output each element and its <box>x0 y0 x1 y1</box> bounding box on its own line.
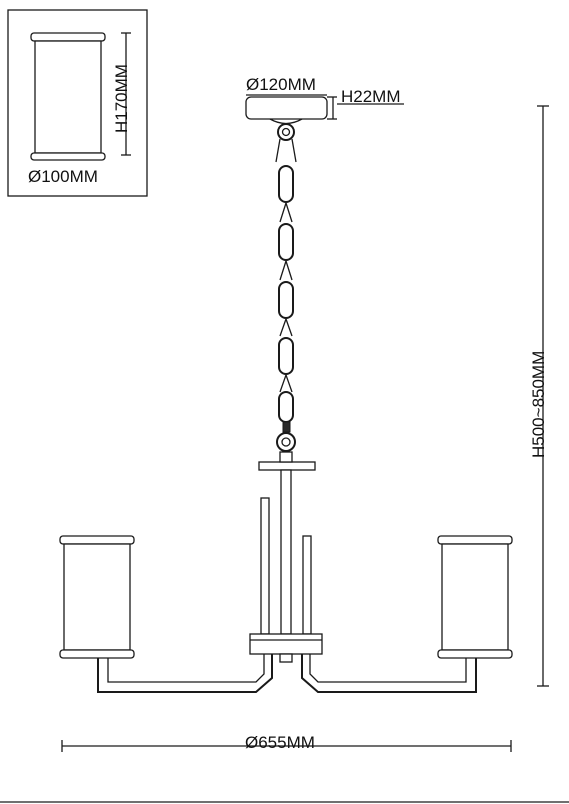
chain-wire <box>279 260 293 281</box>
canopy-diameter-label: Ø120MM <box>246 75 316 94</box>
upper-plate <box>258 451 316 471</box>
canopy-height-label: H22MM <box>341 87 401 106</box>
left-shade <box>59 535 135 659</box>
chain-link <box>278 337 294 375</box>
shade-height-dimension-line <box>121 32 131 156</box>
canopy-plate <box>245 96 328 120</box>
left-arm-outer <box>97 654 273 693</box>
shade-diameter-label: Ø100MM <box>28 167 98 186</box>
left-shade-bottom-rim <box>59 649 135 659</box>
upper-plate-bar <box>258 461 316 471</box>
right-arm-outer <box>301 654 477 693</box>
overall-width-label: Ø655MM <box>245 733 315 752</box>
center-hub <box>249 633 323 663</box>
shade-height-label: H170MM <box>112 64 131 133</box>
chain-link <box>278 391 294 423</box>
chain-link <box>278 223 294 261</box>
right-shade-bottom-rim <box>437 649 513 659</box>
overall-height-label: H500~850MM <box>529 351 548 458</box>
hanging-chain <box>275 123 297 452</box>
chain-bottom-loop-inner <box>281 437 291 447</box>
right-arm <box>301 654 477 693</box>
chain-wire <box>279 202 293 223</box>
chain-connector <box>282 421 291 433</box>
upper-plate-hub <box>279 451 293 463</box>
inset-shade-top-rim <box>30 32 106 42</box>
left-shade-body <box>63 543 131 651</box>
overall-width-dimension-line <box>61 740 512 752</box>
chain-wire <box>279 318 293 337</box>
chain-top-loop <box>277 123 295 141</box>
canopy-height-dimension-line <box>327 96 404 120</box>
inset-shade-body <box>34 40 102 154</box>
chain-link <box>278 165 294 203</box>
shade-detail-inset: H170MM Ø100MM <box>7 9 148 197</box>
chain-wire <box>279 374 293 393</box>
chain-bottom-loop <box>276 432 296 452</box>
right-decorative-rod <box>302 535 312 635</box>
left-arm <box>97 654 273 693</box>
canopy-base-curve <box>269 118 303 125</box>
inset-shade-bottom-rim <box>30 152 106 161</box>
hub-body <box>249 633 323 655</box>
right-shade-top-rim <box>437 535 513 545</box>
left-arm-inner <box>107 654 265 683</box>
left-shade-top-rim <box>59 535 135 545</box>
central-stem <box>260 469 312 635</box>
chain-link <box>278 281 294 319</box>
inset-frame <box>7 9 148 197</box>
left-decorative-rod <box>260 497 270 635</box>
chain-top-loop-inner <box>281 127 291 137</box>
stem-rod <box>280 469 292 635</box>
canopy: Ø120MM H22MM <box>245 75 404 125</box>
right-arm-inner <box>309 654 467 683</box>
right-shade <box>437 535 513 659</box>
overall-height-dimension-line <box>537 105 549 687</box>
chain-wire <box>275 138 297 163</box>
right-shade-body <box>441 543 509 651</box>
hub-finial <box>279 653 293 663</box>
